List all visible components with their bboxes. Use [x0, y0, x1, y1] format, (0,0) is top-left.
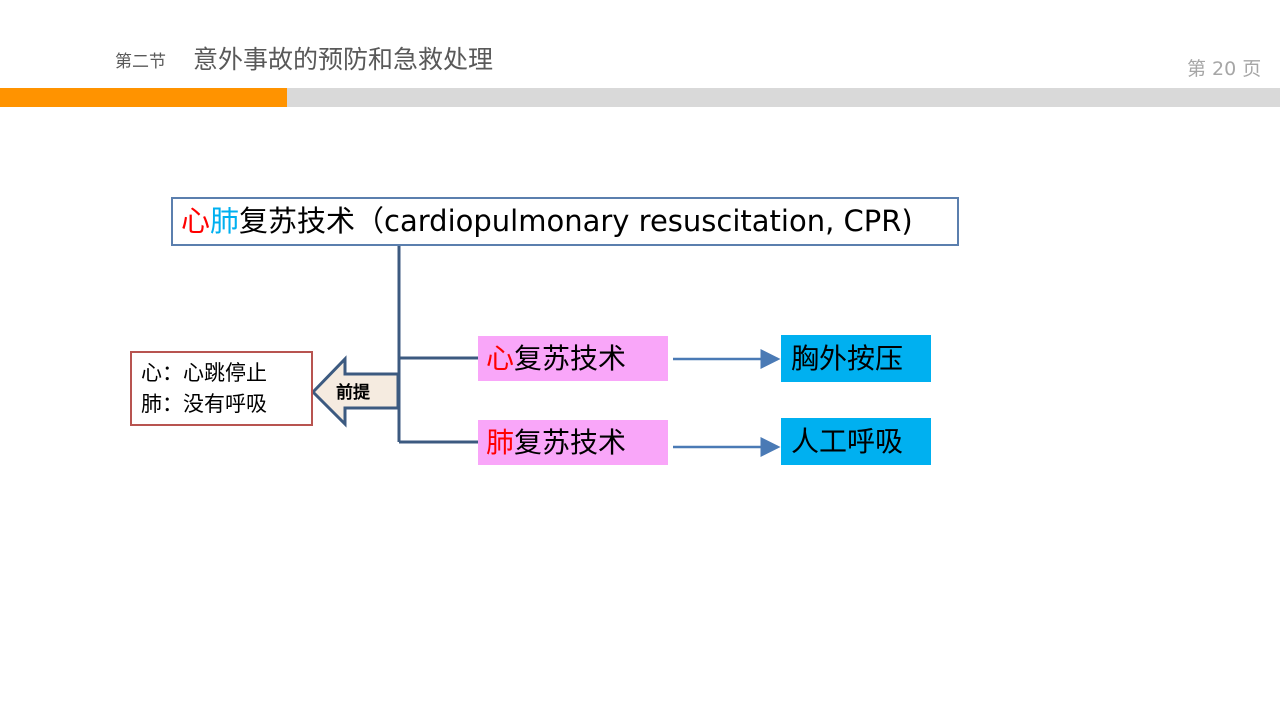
cpr-title-box: 心肺复苏技术（cardiopulmonary resuscitation, CP… — [171, 197, 959, 246]
progress-bar-track — [286, 88, 1280, 107]
conditions-box: 心：心跳停止 肺：没有呼吸 — [130, 351, 313, 426]
page-title: 意外事故的预防和急救处理 — [193, 45, 494, 74]
premise-label: 前提 — [336, 383, 370, 403]
progress-bar-fill — [0, 88, 287, 107]
condition-heart: 心：心跳停止 — [141, 361, 267, 385]
root-rest-text: 复苏技术（cardiopulmonary resuscitation, CPR) — [239, 204, 913, 238]
heart-prefix: 心 — [486, 342, 515, 375]
heart-rest: 复苏技术 — [514, 342, 627, 375]
section-label: 第二节 — [115, 52, 166, 72]
lung-resuscitation-box: 肺复苏技术 — [478, 420, 668, 465]
root-lung-char: 肺 — [210, 204, 240, 238]
heart-resuscitation-box: 心复苏技术 — [478, 336, 668, 381]
lung-rest: 复苏技术 — [514, 426, 627, 459]
condition-lung: 肺：没有呼吸 — [141, 392, 267, 416]
page-number: 第 20 页 — [1187, 58, 1262, 80]
root-heart-char: 心 — [181, 204, 211, 238]
premise-arrow-shape — [310, 355, 400, 428]
artificial-respiration-box: 人工呼吸 — [781, 418, 931, 465]
lung-prefix: 肺 — [486, 426, 515, 459]
chest-compression-box: 胸外按压 — [781, 335, 931, 382]
